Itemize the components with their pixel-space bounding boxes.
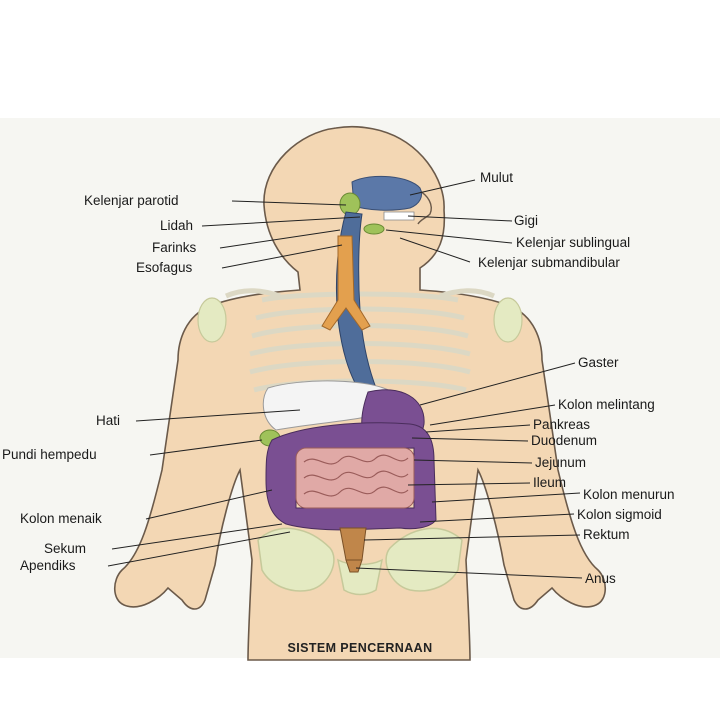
- sublingual-gland-shape: [363, 223, 385, 235]
- label-pundi-hempedu: Pundi hempedu: [2, 447, 97, 462]
- label-hati: Hati: [96, 413, 121, 428]
- label-kelenjar-parotid: Kelenjar parotid: [84, 193, 179, 208]
- label-mulut: Mulut: [480, 170, 514, 185]
- small-intestine-coils: [303, 454, 409, 497]
- small-intestine-shape: [295, 447, 415, 509]
- pelvis: [257, 527, 463, 596]
- diagram-caption: SISTEM PENCERNAAN: [287, 641, 433, 655]
- label-farinks: Farinks: [152, 240, 197, 255]
- label-gigi: Gigi: [514, 213, 539, 228]
- anus-shape: [345, 559, 363, 573]
- label-anus: Anus: [585, 571, 616, 586]
- label-sekum: Sekum: [44, 541, 87, 556]
- shoulder-bones: [197, 297, 523, 343]
- leader-lines: [107, 179, 583, 579]
- oral-cavity: [351, 175, 423, 211]
- teeth: [383, 211, 415, 221]
- label-kolon-melintang: Kolon melintang: [558, 397, 655, 412]
- label-kelenjar-submandibular: Kelenjar submandibular: [478, 255, 620, 270]
- label-ileum: Ileum: [533, 475, 567, 490]
- label-jejunum: Jejunum: [535, 455, 587, 470]
- label-apendiks: Apendiks: [20, 558, 76, 573]
- label-esofagus: Esofagus: [136, 260, 193, 275]
- label-kolon-menaik: Kolon menaik: [20, 511, 102, 526]
- label-pankreas: Pankreas: [533, 417, 591, 432]
- label-lidah: Lidah: [160, 218, 194, 233]
- trachea-shape: [321, 235, 371, 331]
- label-gaster: Gaster: [578, 355, 619, 370]
- label-kolon-sigmoid: Kolon sigmoid: [577, 507, 662, 522]
- label-rektum: Rektum: [583, 527, 630, 542]
- label-kolon-menurun: Kolon menurun: [583, 487, 675, 502]
- parotid-gland-shape: [339, 192, 361, 216]
- label-kelenjar-sublingual: Kelenjar sublingual: [516, 235, 631, 250]
- label-duodenum: Duodenum: [531, 433, 598, 448]
